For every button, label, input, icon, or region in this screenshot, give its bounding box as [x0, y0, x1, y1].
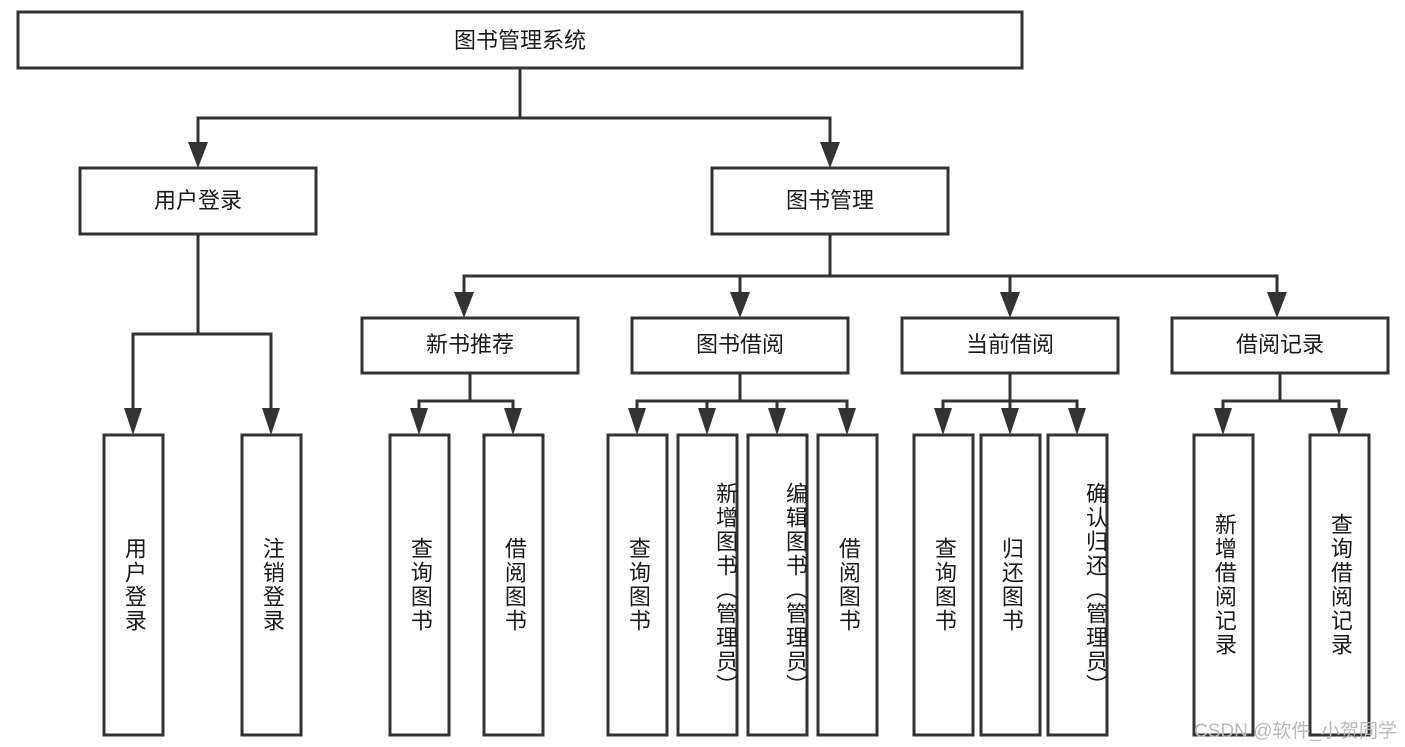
arrow-icon-book-borrow-to-leaf-1	[628, 408, 646, 435]
node-leaf-new-book-1-box[interactable]	[388, 433, 451, 737]
node-leaf-current-borrow-1-box[interactable]	[912, 433, 975, 737]
node-leaf-book-borrow-4-label: 借阅图书	[835, 537, 861, 633]
arrow-icon-current-borrow-to-leaf-2	[1001, 408, 1019, 435]
node-leaf-book-borrow-3-box[interactable]	[746, 433, 809, 737]
node-current-borrow-box[interactable]	[900, 316, 1120, 375]
node-leaf-new-book-2-box[interactable]	[482, 433, 545, 737]
node-leaf-current-borrow-3-label: 确认归还（管理员）	[1083, 482, 1108, 698]
node-book-borrow-label: 图书借阅	[696, 332, 784, 357]
node-book-manage-label: 图书管理	[786, 188, 874, 213]
arrow-icon-root-to-user-login	[188, 142, 208, 168]
arrow-icon-book-borrow-to-leaf-2	[698, 408, 716, 435]
node-user-login-box[interactable]	[78, 166, 318, 236]
arrow-icon-borrow-record-to-leaf-1	[1214, 408, 1232, 435]
node-leaf-book-borrow-1-box[interactable]	[606, 433, 669, 737]
node-leaf-user-login-2-box[interactable]	[240, 433, 303, 737]
node-leaf-borrow-record-2-box[interactable]	[1308, 433, 1371, 737]
arrow-icon-new-book-to-leaf-2	[504, 408, 522, 435]
arrow-icon-new-book-to-leaf-1	[410, 408, 428, 435]
node-leaf-user-login-2-label: 注销登录	[259, 537, 285, 633]
node-root-label: 图书管理系统	[454, 28, 586, 53]
node-leaf-current-borrow-2-box[interactable]	[979, 433, 1042, 737]
node-leaf-book-borrow-2-box[interactable]	[676, 433, 739, 737]
node-leaf-book-borrow-1-label: 查询图书	[625, 537, 651, 633]
node-new-book-recommend-box[interactable]	[360, 316, 580, 375]
node-leaf-new-book-1-label: 查询图书	[407, 537, 433, 633]
arrow-icon-book-manage-to-current-borrow	[1000, 292, 1020, 318]
node-leaf-borrow-record-2-label: 查询借阅记录	[1327, 513, 1353, 657]
node-leaf-book-borrow-2-label: 新增图书（管理员）	[713, 482, 738, 698]
arrow-icon-current-borrow-to-leaf-1	[934, 408, 952, 435]
node-layer: 图书管理系统 用户登录 图书管理 新书推荐 图书借阅 当前借阅 借阅记录	[16, 10, 1390, 737]
watermark-label: CSDN @软件_小贺同学	[1194, 721, 1397, 742]
arrow-icon-user-login-to-leaf-1	[124, 408, 142, 435]
node-new-book-recommend-label: 新书推荐	[426, 332, 514, 357]
arrow-icon-book-manage-to-new-book	[454, 292, 474, 318]
node-leaf-current-borrow-2-label: 归还图书	[998, 537, 1024, 633]
node-leaf-new-book-2-label: 借阅图书	[501, 537, 527, 633]
arrow-icon-borrow-record-to-leaf-2	[1330, 408, 1348, 435]
node-leaf-user-login-1-label: 用户登录	[121, 537, 147, 633]
node-leaf-current-borrow-1-label: 查询图书	[931, 537, 957, 633]
arrow-icon-book-manage-to-book-borrow	[730, 292, 750, 318]
node-leaf-book-borrow-4-box[interactable]	[816, 433, 879, 737]
arrow-icon-current-borrow-to-leaf-3	[1068, 408, 1086, 435]
arrow-icon-book-borrow-to-leaf-3	[768, 408, 786, 435]
node-leaf-borrow-record-1-label: 新增借阅记录	[1211, 513, 1237, 657]
node-current-borrow-label: 当前借阅	[966, 332, 1054, 357]
node-leaf-borrow-record-1-box[interactable]	[1192, 433, 1255, 737]
node-borrow-record-box[interactable]	[1170, 316, 1390, 375]
node-user-login-label: 用户登录	[154, 188, 242, 213]
arrow-icon-book-borrow-to-leaf-4	[838, 408, 856, 435]
node-leaf-user-login-1-box[interactable]	[102, 433, 165, 737]
node-borrow-record-label: 借阅记录	[1236, 332, 1324, 357]
arrow-icon-user-login-to-leaf-2	[262, 408, 280, 435]
node-root-box[interactable]	[16, 10, 1024, 70]
arrow-icon-root-to-book-manage	[820, 142, 840, 168]
arrow-icon-book-manage-to-borrow-record	[1267, 292, 1287, 318]
node-leaf-book-borrow-3-label: 编辑图书（管理员）	[783, 482, 808, 698]
node-leaf-current-borrow-3-box[interactable]	[1046, 433, 1109, 737]
arrowhead-layer	[124, 142, 1348, 435]
node-book-manage-box[interactable]	[710, 166, 950, 236]
node-book-borrow-box[interactable]	[630, 316, 850, 375]
